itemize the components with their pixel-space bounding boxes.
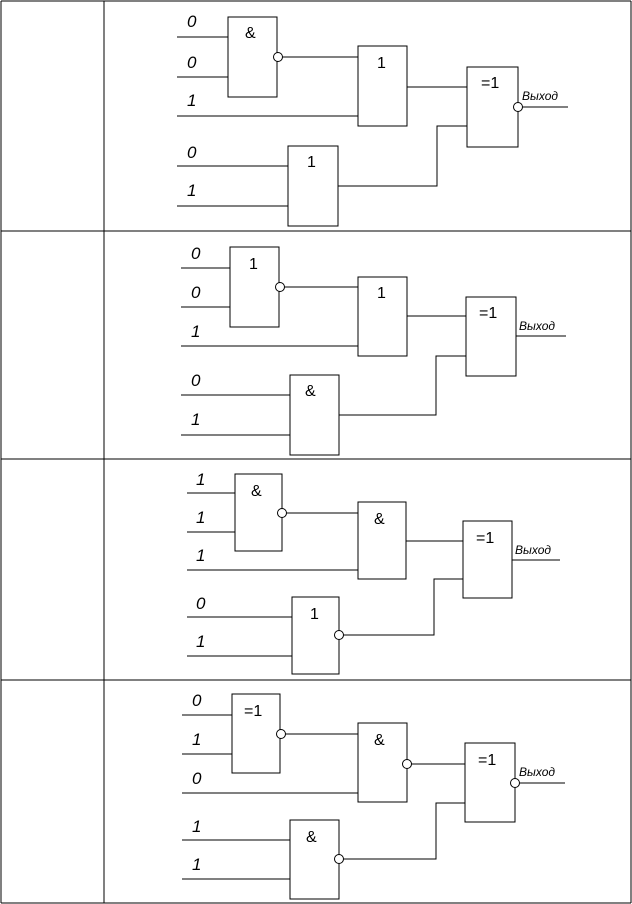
inverter-circle [275, 282, 285, 292]
input-value: 0 [187, 12, 197, 31]
input-value: 0 [196, 594, 206, 613]
wire [338, 125, 467, 187]
input-value: 1 [192, 817, 201, 836]
gate-symbol: & [251, 483, 262, 500]
circuit-4: 0 1 0 1 1 =1 & & =1 Выход [182, 691, 565, 900]
gate-symbol: =1 [478, 752, 496, 769]
gate-symbol: 1 [377, 55, 386, 72]
gate-symbol: =1 [476, 530, 494, 547]
logic-gate-3 [289, 374, 340, 456]
input-value: 1 [196, 508, 205, 527]
inverter-circle [402, 759, 412, 769]
gate-symbol: =1 [481, 75, 499, 92]
inverter-circle [513, 102, 523, 112]
logic-gate-1 [231, 693, 281, 774]
gate-symbol: & [245, 25, 256, 42]
input-value: 0 [191, 371, 201, 390]
input-value: 1 [192, 855, 201, 874]
logic-gate-3 [287, 145, 339, 227]
logic-gate-2 [357, 45, 408, 127]
circuit-3: 1 1 1 0 1 & & 1 =1 Выход [187, 470, 560, 675]
logic-gate-output [466, 66, 519, 148]
input-value: 0 [192, 769, 202, 788]
input-value: 0 [192, 691, 202, 710]
logic-gate-2 [357, 276, 408, 357]
input-value: 1 [196, 546, 205, 565]
wire [343, 578, 463, 636]
gate-symbol: 1 [377, 285, 386, 302]
input-value: 0 [191, 283, 201, 302]
wire [343, 802, 465, 860]
logic-gate-output [465, 296, 517, 377]
logic-gate-3 [291, 596, 340, 675]
input-value: 1 [192, 730, 201, 749]
output-label: Выход [519, 319, 555, 333]
output-label: Выход [519, 765, 555, 779]
circuit-2: 0 0 1 0 1 1 1 & =1 Выход [181, 244, 566, 456]
inverter-circle [510, 778, 520, 788]
inverter-circle [277, 508, 287, 518]
logic-gate-2 [357, 722, 408, 803]
input-value: 1 [196, 470, 205, 489]
gate-symbol: & [374, 511, 385, 528]
logic-gate-output [462, 520, 513, 599]
wire [339, 355, 466, 416]
inverter-circle [334, 854, 344, 864]
input-value: 1 [196, 632, 205, 651]
gate-symbol: 1 [249, 256, 258, 273]
input-value: 0 [187, 53, 197, 72]
input-value: 0 [187, 143, 197, 162]
circuit-1: 0 0 1 0 1 & 1 1 =1 Выход [177, 12, 568, 227]
input-value: 1 [187, 91, 196, 110]
inverter-circle [273, 52, 283, 62]
logic-gate-1 [234, 473, 283, 552]
output-label: Выход [522, 89, 558, 103]
inverter-circle [334, 630, 344, 640]
logic-gate-output [464, 742, 516, 823]
gate-symbol: =1 [244, 703, 262, 720]
input-value: 1 [187, 181, 196, 200]
input-value: 0 [191, 244, 201, 263]
gate-symbol: & [305, 383, 316, 400]
gate-symbol: =1 [479, 305, 497, 322]
output-label: Выход [515, 543, 551, 557]
logic-gate-1 [229, 246, 280, 328]
gate-symbol: & [306, 829, 317, 846]
inverter-circle [276, 729, 286, 739]
gate-symbol: 1 [307, 154, 316, 171]
input-value: 1 [191, 322, 200, 341]
input-value: 1 [191, 410, 200, 429]
gate-symbol: 1 [310, 606, 319, 623]
gate-symbol: & [374, 732, 385, 749]
